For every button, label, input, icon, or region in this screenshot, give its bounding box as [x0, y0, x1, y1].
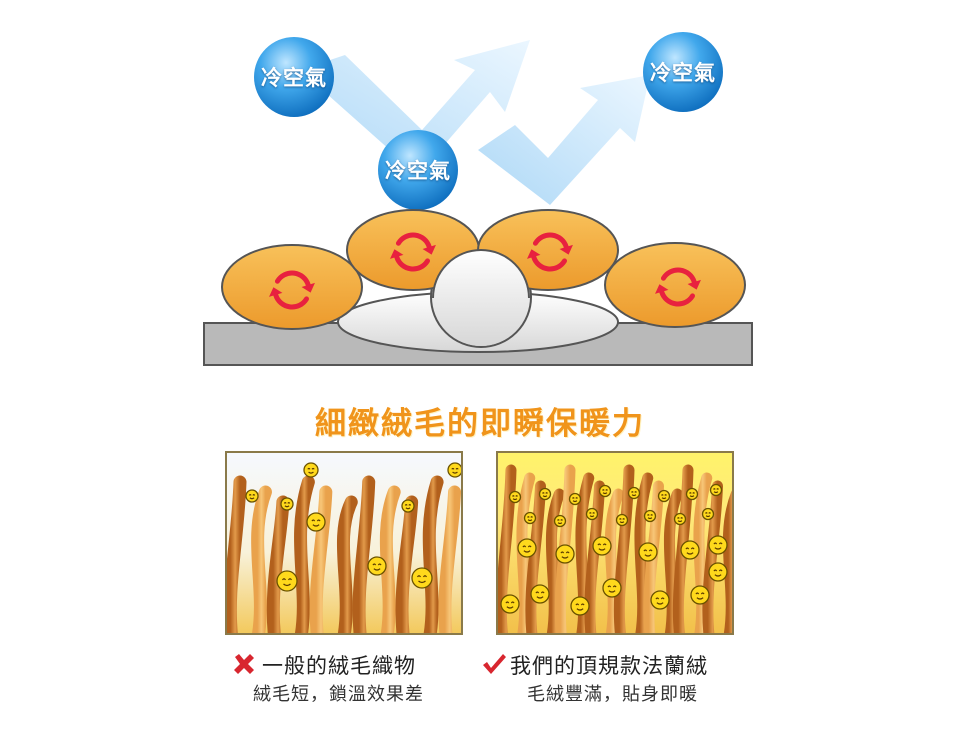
fiber-strand	[379, 485, 401, 634]
fiber-strand	[395, 495, 419, 634]
fiber-blob-left	[221, 244, 363, 330]
fiber-strand	[226, 475, 247, 634]
circulation-arrow-icon	[655, 267, 701, 307]
warm-particle-icon	[673, 512, 687, 526]
warm-particle-icon	[708, 535, 728, 555]
fiber-strand	[613, 464, 635, 634]
warm-particle-icon	[650, 590, 670, 610]
warm-particle-icon	[657, 489, 671, 503]
warm-particle-icon	[245, 489, 259, 503]
fiber-strand	[336, 495, 358, 634]
warm-particle-icon	[411, 567, 433, 589]
premium-description: 毛絨豐滿，貼身即暖	[527, 684, 698, 705]
cross-icon	[234, 654, 254, 674]
fiber-strand	[545, 488, 565, 634]
cold-air-label-center: 冷空氣	[385, 159, 451, 183]
fiber-strand	[575, 472, 595, 634]
fiber-strand	[722, 489, 733, 634]
warm-particle-icon	[517, 538, 537, 558]
fiber-strand	[438, 485, 462, 634]
warm-particle-icon	[570, 596, 590, 616]
fiber-strand	[251, 485, 272, 634]
warm-particle-icon	[401, 499, 415, 513]
warm-particle-icon	[568, 492, 582, 506]
warm-particle-icon	[538, 487, 552, 501]
warm-particle-icon	[530, 584, 550, 604]
panel-premium-flannel	[496, 451, 734, 635]
fiber-blob-right	[604, 242, 746, 328]
warm-particle-icon	[553, 514, 567, 528]
warm-particle-icon	[523, 511, 537, 525]
circulation-arrow-icon	[527, 232, 573, 272]
warm-particle-icon	[585, 507, 599, 521]
warm-particle-icon	[602, 578, 622, 598]
fiber-strand	[309, 485, 333, 634]
warm-particle-icon	[709, 483, 723, 497]
cold-air-flow-arrows	[300, 40, 650, 205]
premium-title: 我們的頂規款法蘭絨	[510, 654, 708, 678]
fiber-strand	[525, 480, 546, 634]
warm-particle-icon	[447, 462, 462, 478]
warm-air-circulation	[269, 232, 701, 310]
headline: 細緻絨毛的即瞬保暖力	[315, 406, 645, 442]
ordinary-description: 絨毛短，鎖溫效果差	[253, 684, 424, 705]
circulation-arrow-icon	[390, 232, 436, 272]
cold-air-bubble-right	[643, 32, 723, 112]
panel-ordinary-fleece	[225, 451, 463, 635]
warm-particle-icon	[690, 585, 710, 605]
warm-particle-icon	[598, 484, 612, 498]
warm-particle-icon	[627, 486, 641, 500]
fiber-strand	[702, 480, 723, 634]
cold-air-label-left: 冷空氣	[261, 66, 327, 90]
warm-particle-icon	[643, 509, 657, 523]
warm-particle-icon	[508, 490, 522, 504]
cold-air-label-right: 冷空氣	[650, 61, 716, 85]
check-icon	[483, 654, 506, 674]
warm-particle-icon	[276, 570, 298, 592]
fiber-strand	[634, 472, 654, 634]
circulation-arrow-icon	[269, 270, 315, 310]
warm-particle-icon	[701, 507, 715, 521]
cold-air-bubble-left	[254, 37, 334, 117]
warm-particle-icon	[615, 513, 629, 527]
warm-particle-icon	[708, 562, 728, 582]
fiber-strand	[604, 488, 624, 634]
cold-air-arrow-deflect-right	[478, 75, 650, 205]
warm-particle-icon	[280, 497, 294, 511]
fiber-strand	[294, 475, 315, 634]
warm-particle-icon	[555, 544, 575, 564]
fiber-strand	[422, 475, 444, 634]
fiber-strand	[266, 495, 290, 634]
fiber-strand	[643, 480, 664, 634]
fiber-strand	[663, 488, 683, 634]
warm-particle-icon	[638, 542, 658, 562]
fiber-strand	[352, 475, 376, 634]
cold-air-bubble-center	[378, 130, 458, 210]
warm-particle-icon	[303, 462, 319, 478]
fiber-strand	[693, 472, 713, 634]
warm-particle-icon	[367, 556, 387, 576]
warm-particle-icon	[500, 594, 520, 614]
warm-particle-icon	[685, 487, 699, 501]
warm-particle-icon	[592, 536, 612, 556]
fiber-strand	[584, 480, 605, 634]
warm-particle-icon	[680, 540, 700, 560]
ordinary-title: 一般的絨毛織物	[262, 654, 416, 678]
fiber-strand	[516, 472, 536, 634]
warm-particle-icon	[306, 512, 326, 532]
cold-air-arrow-deflect-left	[300, 40, 530, 175]
